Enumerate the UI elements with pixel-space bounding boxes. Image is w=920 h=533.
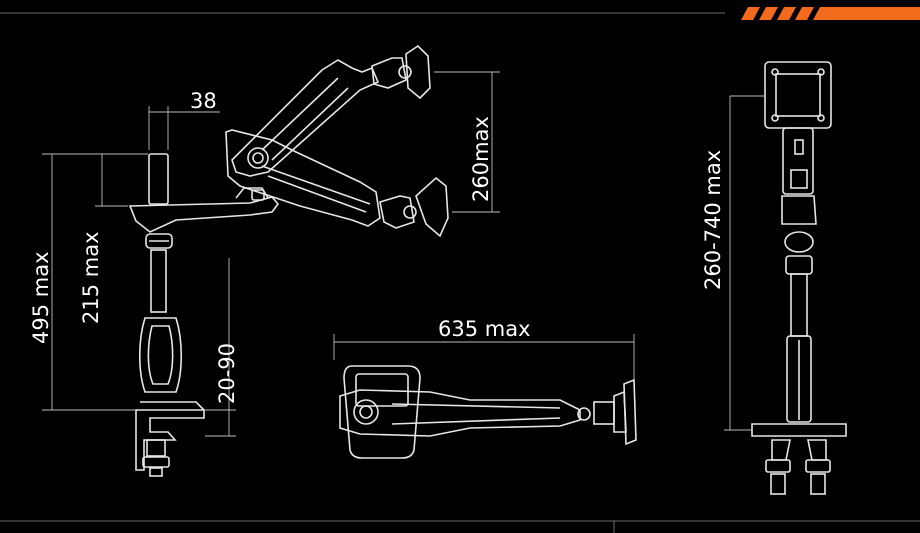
- side-height-label: 260-740 max: [701, 150, 725, 290]
- frame-lines: [0, 12, 920, 533]
- clamp-range-label: 20-90: [215, 343, 239, 404]
- hazard-stripe: [741, 7, 920, 20]
- top-view-arm: [333, 334, 637, 459]
- pole-height-label: 215 max: [79, 231, 103, 324]
- arm-vertical-label: 260max: [469, 116, 493, 202]
- total-height-label: 495 max: [29, 251, 53, 344]
- pole-width-label: 38: [190, 89, 217, 113]
- side-view-arm: [42, 44, 500, 477]
- reach-label: 635 max: [438, 317, 531, 341]
- front-view-arm: [724, 61, 847, 495]
